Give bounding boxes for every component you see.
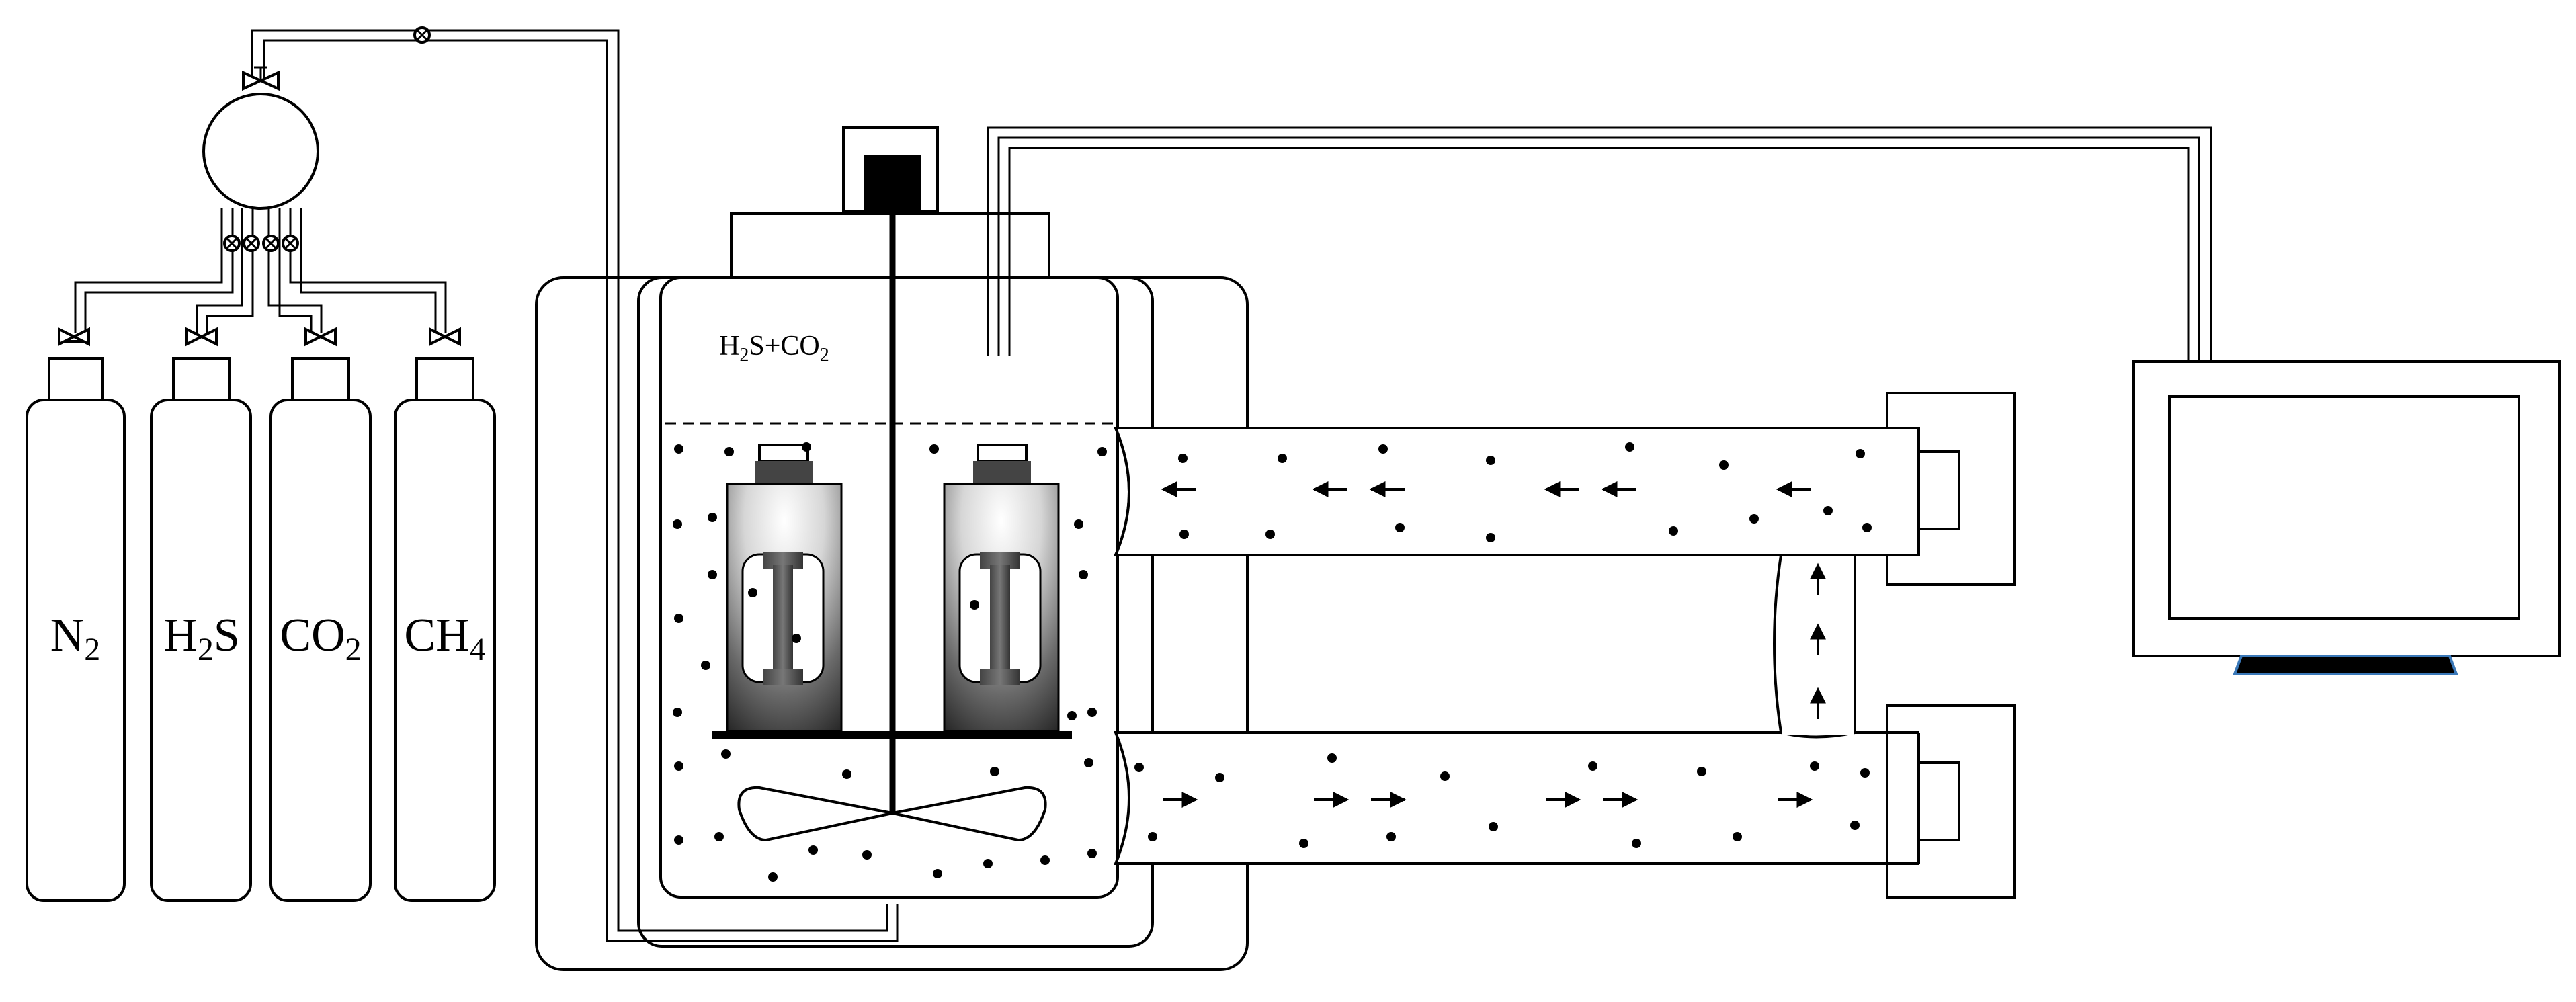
gas-cylinder-n2: N2 [26, 327, 126, 902]
cylinder-label-h2s: H2S [163, 610, 240, 667]
reactor: H2S+CO2 [535, 126, 2212, 971]
gas-bubbles-loop [1134, 442, 1872, 848]
gas-supply-lines [74, 29, 899, 942]
specimen-icon [943, 444, 1060, 733]
cylinder-label-ch4: CH4 [404, 610, 485, 667]
gas-cylinder-co2: CO2 [269, 327, 372, 902]
flow-loop [1113, 392, 2016, 899]
gas-cylinders: N2 H2S CO2 CH4 [26, 327, 496, 902]
motor-icon [842, 126, 939, 213]
reactor-gas-label: H2S+CO2 [719, 331, 829, 366]
gas-cylinder-ch4: CH4 [394, 327, 496, 902]
specimen-icon [726, 444, 843, 733]
gas-bubbles-reactor [673, 442, 1107, 882]
cylinder-label-co2: CO2 [280, 610, 361, 667]
monitor-icon [2132, 360, 2561, 675]
valve-icon [413, 26, 431, 44]
pump-icon [1113, 392, 2016, 586]
stirrer-icon [737, 786, 1047, 842]
cylinder-label-n2: N2 [50, 610, 101, 667]
gas-mixer-icon [202, 66, 319, 252]
gas-cylinder-h2s: H2S [150, 327, 252, 902]
